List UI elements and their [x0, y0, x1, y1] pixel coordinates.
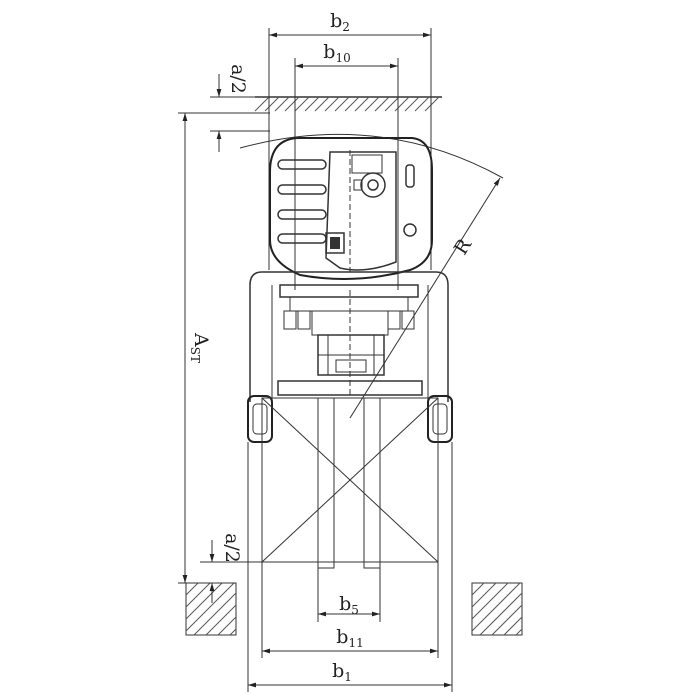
right-wheel	[427, 395, 453, 443]
label-radius: R	[450, 234, 477, 258]
dimension-b10	[294, 58, 399, 290]
label-b2: b2	[330, 10, 350, 34]
dimension-a2-top	[210, 74, 270, 152]
label-b5: b5	[339, 593, 359, 617]
label-b11: b11	[336, 626, 363, 650]
label-a2-bottom: a/2	[221, 533, 243, 563]
truck-body	[269, 137, 433, 280]
dimension-b1	[247, 442, 453, 692]
turning-radius-arc	[239, 133, 504, 419]
label-a2-top: a/2	[227, 64, 249, 94]
dimension-a2-bottom	[200, 540, 262, 603]
forks	[317, 397, 381, 569]
dimension-b5	[317, 568, 381, 622]
left-wheel	[247, 395, 273, 443]
top-wall-hatch	[254, 96, 442, 112]
truck-frame	[249, 271, 449, 402]
label-ast: AST	[188, 332, 212, 363]
label-b1: b1	[332, 660, 352, 684]
bottom-right-wall-hatch	[471, 582, 523, 636]
pallet-load	[261, 397, 439, 563]
dimension-ast	[178, 112, 270, 584]
dimension-b11	[261, 562, 439, 658]
label-b10: b10	[323, 41, 350, 65]
bottom-left-wall-hatch	[185, 582, 237, 636]
